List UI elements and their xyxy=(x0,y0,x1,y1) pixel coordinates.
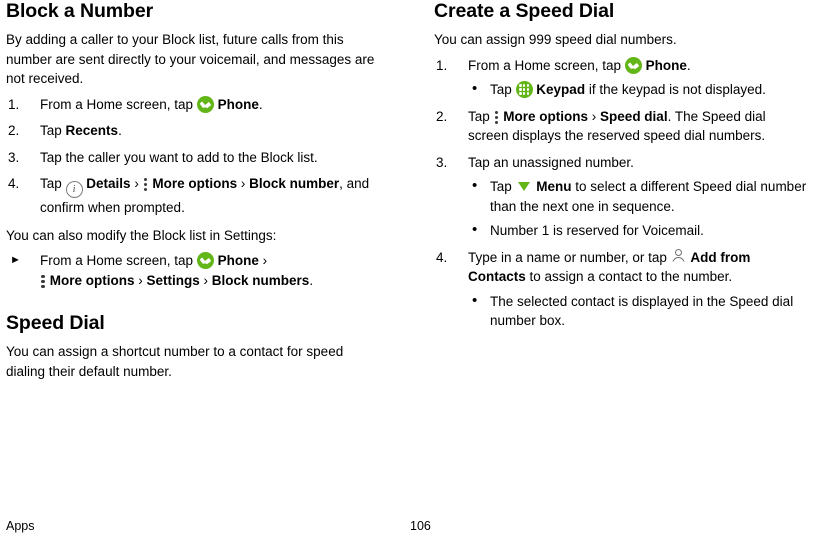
list-item: 3. Tap an unassigned number. Tap Menu to… xyxy=(434,153,808,241)
block-intro-paragraph: By adding a caller to your Block list, f… xyxy=(6,32,375,86)
arrow-bullet-icon: ► xyxy=(10,254,21,266)
bullet-bold-keypad: Keypad xyxy=(536,82,586,97)
step-bold-phone: Phone xyxy=(217,96,259,112)
step-text-pre: From a Home screen, tap xyxy=(468,57,625,73)
step-text-post: . The Speed dial screen displays the res… xyxy=(468,108,766,144)
phone-icon xyxy=(196,252,214,269)
list-item: 1. From a Home screen, tap Phone. xyxy=(6,95,380,115)
list-item: 1. From a Home screen, tap Phone. Tap Ke… xyxy=(434,56,808,100)
footer-page-number: 106 xyxy=(410,519,431,533)
step-bold-add-from-contacts: Add from Contacts xyxy=(468,249,751,285)
step-text-pre: Tap xyxy=(468,108,494,124)
list-item: Number 1 is reserved for Voicemail. xyxy=(468,220,808,241)
add-from-contacts-icon xyxy=(671,249,687,265)
list-item: 4. Type in a name or number, or tap Add … xyxy=(434,248,808,331)
step-text-pre: Tap xyxy=(40,123,66,138)
bullet-text-pre: Tap xyxy=(490,82,516,97)
list-item: Tap Keypad if the keypad is not displaye… xyxy=(468,79,808,100)
list-item: 4. Tap i Details › More options › Block … xyxy=(6,174,380,218)
bullet-text-post: if the keypad is not displayed. xyxy=(585,82,766,97)
step-number: 1. xyxy=(436,57,448,73)
step-bold-details: Details xyxy=(86,176,131,191)
list-item: 2. Tap More options › Speed dial. The Sp… xyxy=(434,107,808,146)
step-bold-more-options: More options xyxy=(152,176,238,191)
page-title-create-speed-dial: Create a Speed Dial xyxy=(434,0,615,22)
step-number: 4. xyxy=(8,176,20,191)
details-icon-glyph: i xyxy=(72,184,76,195)
step-text-post: , and confirm when prompted. xyxy=(40,176,370,215)
phone-icon xyxy=(624,56,642,74)
step-text-pre: Type in a name or number, or tap xyxy=(468,249,671,265)
bullet-text-pre: Tap xyxy=(490,179,516,194)
arrow-sep-3: › xyxy=(199,272,212,288)
step-number: 3. xyxy=(436,154,448,170)
step-text-post: . xyxy=(686,57,691,73)
step-bold-phone: Phone xyxy=(645,57,687,73)
step-bold-recents: Recents xyxy=(65,123,119,138)
step-1-bullets: Tap Keypad if the keypad is not displaye… xyxy=(468,79,808,100)
phone-icon xyxy=(196,95,214,113)
list-item: 2. Tap Recents. xyxy=(6,121,380,141)
more-options-icon xyxy=(40,272,46,289)
step-3-bullets: Tap Menu to select a different Speed dia… xyxy=(468,176,808,241)
settings-path-item: ► From a Home screen, tap Phone › More o… xyxy=(6,251,380,290)
bullet-bold-menu: Menu xyxy=(536,179,572,194)
list-item: Tap Menu to select a different Speed dia… xyxy=(468,176,808,216)
page-title-speed-dial: Speed Dial xyxy=(6,312,105,334)
modify-block-list-note: You can also modify the Block list in Se… xyxy=(6,227,277,243)
step-sep-1: › xyxy=(588,108,601,124)
step-bold-speed-dial: Speed dial xyxy=(600,108,668,124)
step-text-post: . xyxy=(258,96,263,112)
step-text-pre: Tap an unassigned number. xyxy=(468,154,634,170)
step-text-pre: Tap xyxy=(40,176,66,191)
bullet-text-post: to select a different Speed dial number … xyxy=(490,179,807,214)
step-number: 4. xyxy=(436,249,448,265)
speed-dial-steps-list: 1. From a Home screen, tap Phone. Tap Ke… xyxy=(434,56,808,331)
bullet-text-pre: The selected contact is displayed in the… xyxy=(490,293,794,329)
arrow-bold-more-options: More options xyxy=(49,272,135,288)
step-text-post: . xyxy=(118,123,122,138)
list-item: 3. Tap the caller you want to add to the… xyxy=(6,148,380,168)
step-text-post: to assign a contact to the number. xyxy=(525,269,733,284)
left-column: Block a Number By adding a caller to you… xyxy=(6,0,380,387)
list-item: The selected contact is displayed in the… xyxy=(468,291,808,331)
step-text-pre: Tap the caller you want to add to the Bl… xyxy=(40,149,318,165)
page-title-block-a-number: Block a Number xyxy=(6,0,154,22)
more-options-icon xyxy=(143,175,149,192)
arrow-text-post: . xyxy=(309,272,314,288)
footer-section-label: Apps xyxy=(6,519,35,533)
step-bold-block-number: Block number xyxy=(249,176,340,191)
more-options-icon xyxy=(494,108,500,125)
arrow-sep-1: › xyxy=(258,253,268,268)
arrow-sep-2: › xyxy=(134,272,147,288)
keypad-icon xyxy=(515,81,533,98)
step-text-pre: From a Home screen, tap xyxy=(40,96,197,112)
step-number: 2. xyxy=(8,123,20,138)
block-steps-list: 1. From a Home screen, tap Phone. 2. Tap… xyxy=(6,95,380,218)
arrow-bold-block-numbers: Block numbers xyxy=(211,272,310,288)
arrow-bold-settings: Settings xyxy=(146,272,200,288)
right-column: Create a Speed Dial You can assign 999 s… xyxy=(434,0,808,338)
step-4-bullets: The selected contact is displayed in the… xyxy=(468,291,808,331)
step-number: 3. xyxy=(8,149,20,165)
step-bold-more-options: More options xyxy=(503,108,589,124)
step-sep-1: › xyxy=(130,176,143,191)
details-info-icon: i xyxy=(65,181,83,198)
step-number: 1. xyxy=(8,96,20,112)
step-sep-2: › xyxy=(237,176,250,191)
bullet-text-pre: Number 1 is reserved for Voicemail. xyxy=(490,223,704,238)
arrow-bold-phone: Phone xyxy=(217,253,259,268)
create-speed-dial-intro: You can assign 999 speed dial numbers. xyxy=(434,32,677,47)
arrow-text-pre: From a Home screen, tap xyxy=(40,253,197,268)
speed-dial-intro-paragraph: You can assign a shortcut number to a co… xyxy=(6,344,344,379)
menu-caret-icon xyxy=(516,179,533,194)
step-number: 2. xyxy=(436,108,448,124)
